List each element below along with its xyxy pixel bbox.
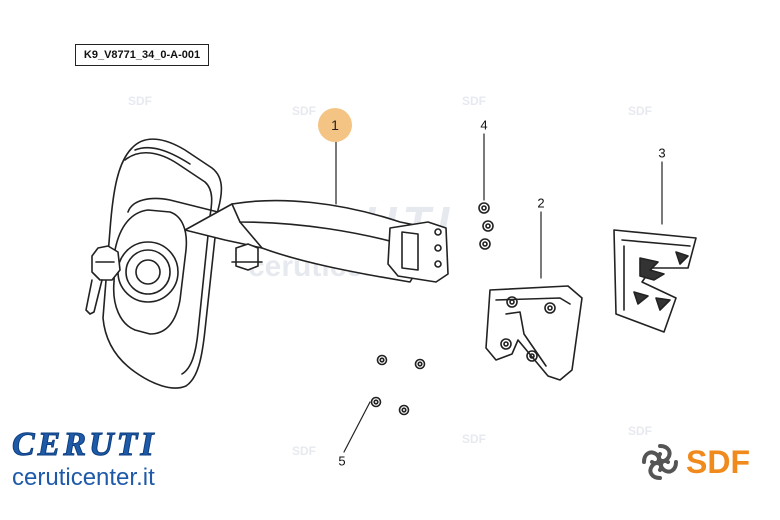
u-gasket — [613, 229, 697, 333]
callout-4: 4 — [480, 117, 488, 133]
nuts-bottom — [370, 354, 426, 416]
watermark-mark: SDF — [462, 432, 486, 446]
watermark-mark: SDF — [628, 104, 652, 118]
sdf-logo: SDF — [640, 442, 750, 482]
watermark-mark: SDF — [628, 424, 652, 438]
leader-lines — [335, 133, 663, 453]
watermark-mark: SDF — [292, 444, 316, 458]
sdf-logo-text: SDF — [686, 443, 750, 480]
callout-5: 5 — [338, 453, 346, 469]
brand-name: CERUTI — [12, 426, 157, 463]
watermark-mark: SDF — [292, 104, 316, 118]
screws-top — [478, 202, 494, 250]
sdf-logo-icon — [642, 444, 678, 480]
callout-1: 1 — [318, 108, 352, 142]
watermark-mark: SDF — [462, 94, 486, 108]
callout-2: 2 — [537, 195, 545, 211]
drawing-code: K9_V8771_34_0-A-001 — [75, 44, 209, 66]
watermark-mark: SDF — [128, 94, 152, 108]
brand-url: ceruticenter.it — [12, 464, 155, 491]
callout-3: 3 — [658, 145, 666, 161]
mirror-assembly — [85, 138, 449, 389]
ceruti-logo: CERUTI ceruticenter.it — [12, 426, 157, 492]
bracket-plate — [485, 285, 583, 381]
